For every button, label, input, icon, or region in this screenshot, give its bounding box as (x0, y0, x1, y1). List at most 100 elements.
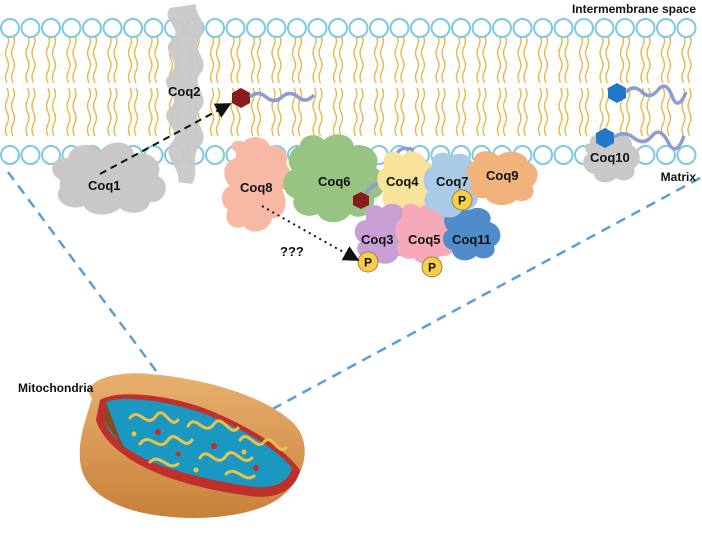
phospholipid-head (246, 18, 266, 38)
lipid-tail-upper (92, 34, 98, 84)
lipid-tail-upper (66, 34, 71, 84)
mitochondria-label: Mitochondria (18, 381, 94, 395)
lipid-tail-upper (578, 34, 584, 84)
lipid-tail-upper (537, 34, 543, 84)
lipid-tail-lower (107, 87, 112, 137)
lipid-tail-lower (578, 87, 584, 137)
lipid-tail-lower (599, 87, 604, 137)
lipid-tail-lower (359, 87, 364, 137)
lipid-tail-upper (338, 34, 344, 84)
lipid-tail-lower (543, 87, 549, 137)
lipid-tail-upper (414, 34, 420, 84)
lipid-tail-upper (72, 34, 77, 84)
phospholipid-head (553, 145, 574, 165)
lipid-tail-lower (4, 87, 10, 137)
phospholipid-head (594, 18, 615, 38)
lipid-tail-upper (619, 34, 625, 84)
coq5-protein (395, 203, 458, 264)
phospholipid-head (676, 18, 697, 38)
lipid-tail-upper (215, 34, 221, 84)
lipid-tail-upper (154, 34, 159, 84)
lipid-tail-upper (51, 34, 57, 84)
coq6-label: Coq6 (318, 174, 351, 189)
lipid-tail-upper (543, 34, 549, 84)
coq8-kinase-arrow (261, 205, 360, 261)
lipid-tail-lower (25, 87, 30, 137)
lipid-tail-upper (236, 34, 241, 84)
lipid-tail-lower (148, 87, 153, 137)
coq8-label: Coq8 (240, 180, 273, 195)
lipid-tail-upper (133, 34, 139, 84)
coq11-protein (443, 204, 501, 261)
lipid-tail-lower (394, 87, 399, 137)
matrix-label: Matrix (661, 170, 697, 184)
lipid-tail-upper (297, 34, 303, 84)
lipid-tail-lower (133, 87, 139, 137)
phospholipid-head (0, 145, 20, 165)
lipid-tail-upper (605, 34, 610, 84)
lipid-tail-lower (558, 87, 563, 137)
phospholipid-head (533, 18, 553, 38)
lipid-tail-upper (666, 34, 672, 84)
phospho-coq5: P (421, 256, 443, 278)
phospholipid-head (307, 18, 328, 38)
phospholipid-head (512, 18, 533, 38)
lipid-tail-upper (394, 34, 399, 84)
lipid-tail-upper (332, 34, 338, 84)
phospholipid-head (20, 145, 41, 165)
phospholipid-head (20, 18, 41, 38)
phospholipid-head (656, 18, 676, 38)
coq10-label: Coq10 (590, 150, 630, 165)
lipid-tail-lower (379, 87, 385, 137)
phospholipid-head (553, 18, 574, 38)
phospholipid-head (41, 18, 61, 38)
lipid-tail-upper (277, 34, 282, 84)
lipid-tail-lower (318, 87, 323, 137)
coq9-protein (466, 151, 538, 206)
coenzyme-q-molecule-1 (608, 83, 688, 105)
phospholipid-head (205, 18, 225, 38)
lipid-tail-lower (338, 87, 344, 137)
lipid-tail-lower (353, 87, 358, 137)
lipid-tail-upper (250, 34, 256, 84)
lipid-tail-upper (687, 34, 692, 84)
lipid-tail-lower (660, 87, 666, 137)
lipid-tail-upper (312, 34, 317, 84)
lipid-tail-upper (523, 34, 528, 84)
coq5-label: Coq5 (408, 232, 441, 247)
lipid-tail-upper (625, 34, 631, 84)
phospholipid-head (266, 18, 287, 38)
lipid-tail-upper (482, 34, 487, 84)
lipid-tail-upper (584, 34, 590, 84)
mitochondrion-illustration (79, 373, 305, 518)
lipid-tail-lower (312, 87, 317, 137)
coq8-protein (222, 137, 291, 232)
phospho-coq7-label: P (458, 194, 466, 208)
phospholipid-head (225, 18, 246, 38)
lipid-tail-lower (441, 87, 446, 137)
lipid-tail-upper (461, 34, 467, 84)
lipid-tail-upper (373, 34, 379, 84)
phospholipid-head (82, 18, 102, 38)
lipid-tail-lower (523, 87, 528, 137)
phospholipid-head (369, 18, 389, 38)
intermembrane-space-label: Intermembrane space (572, 2, 696, 16)
phospholipid-head (574, 18, 594, 38)
lipid-tail-lower (414, 87, 420, 137)
lipid-tail-lower (687, 87, 692, 137)
phospholipid-head (615, 18, 635, 38)
lipid-tail-lower (209, 87, 215, 137)
lipid-tail-upper (318, 34, 323, 84)
coq1-protein (52, 142, 166, 215)
lipid-tail-lower (640, 87, 645, 137)
lipid-tail-lower (584, 87, 590, 137)
phospholipid-head (389, 18, 410, 38)
phospholipid-head (205, 145, 225, 165)
phospholipid-head (328, 18, 348, 38)
lipid-tail-lower (435, 87, 440, 137)
lipid-tail-upper (45, 34, 51, 84)
lipid-tail-upper (435, 34, 440, 84)
phospholipid-head (348, 18, 369, 38)
lipid-tail-upper (31, 34, 36, 84)
lipid-tail-lower (517, 87, 522, 137)
